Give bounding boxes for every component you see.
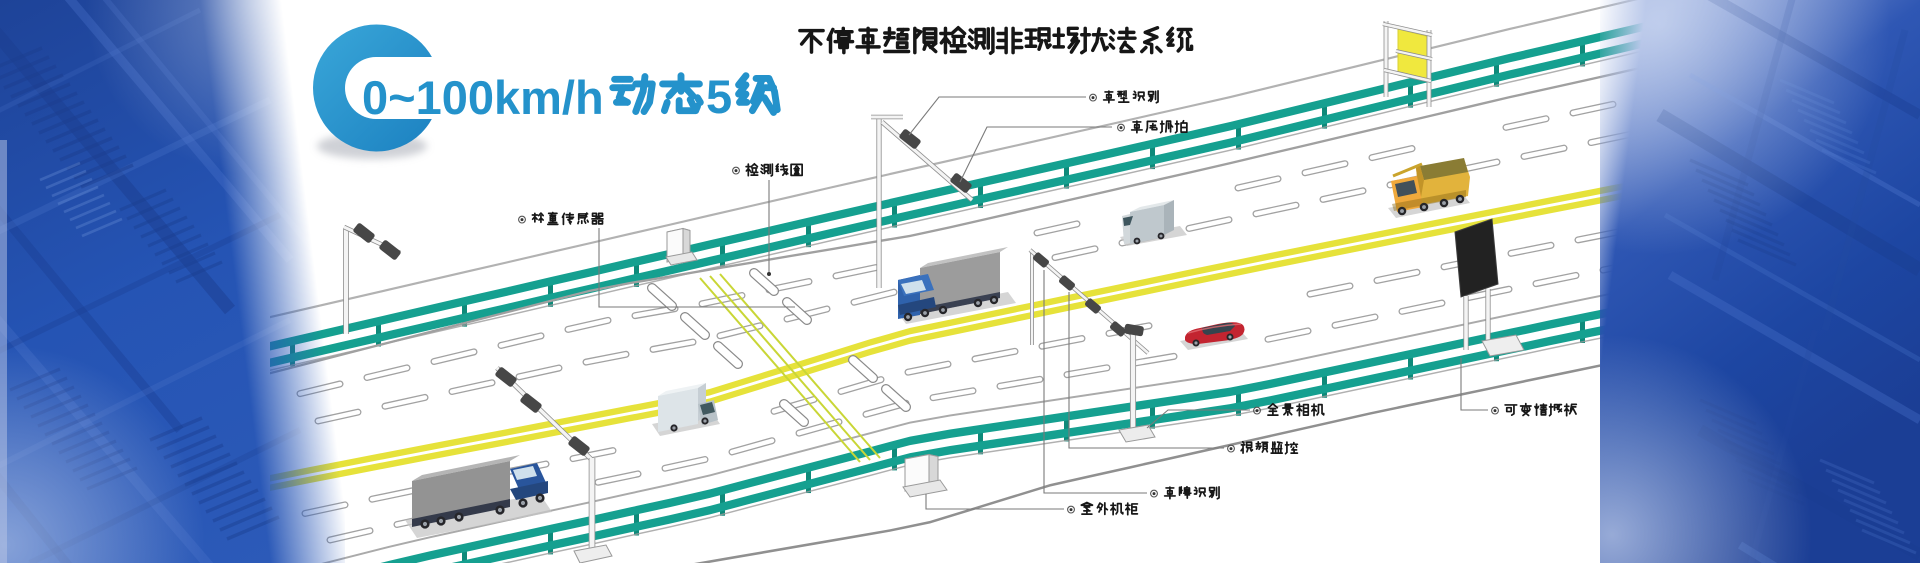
svg-text:0~100km/h: 0~100km/h xyxy=(362,71,604,124)
svg-text:5: 5 xyxy=(706,70,732,123)
